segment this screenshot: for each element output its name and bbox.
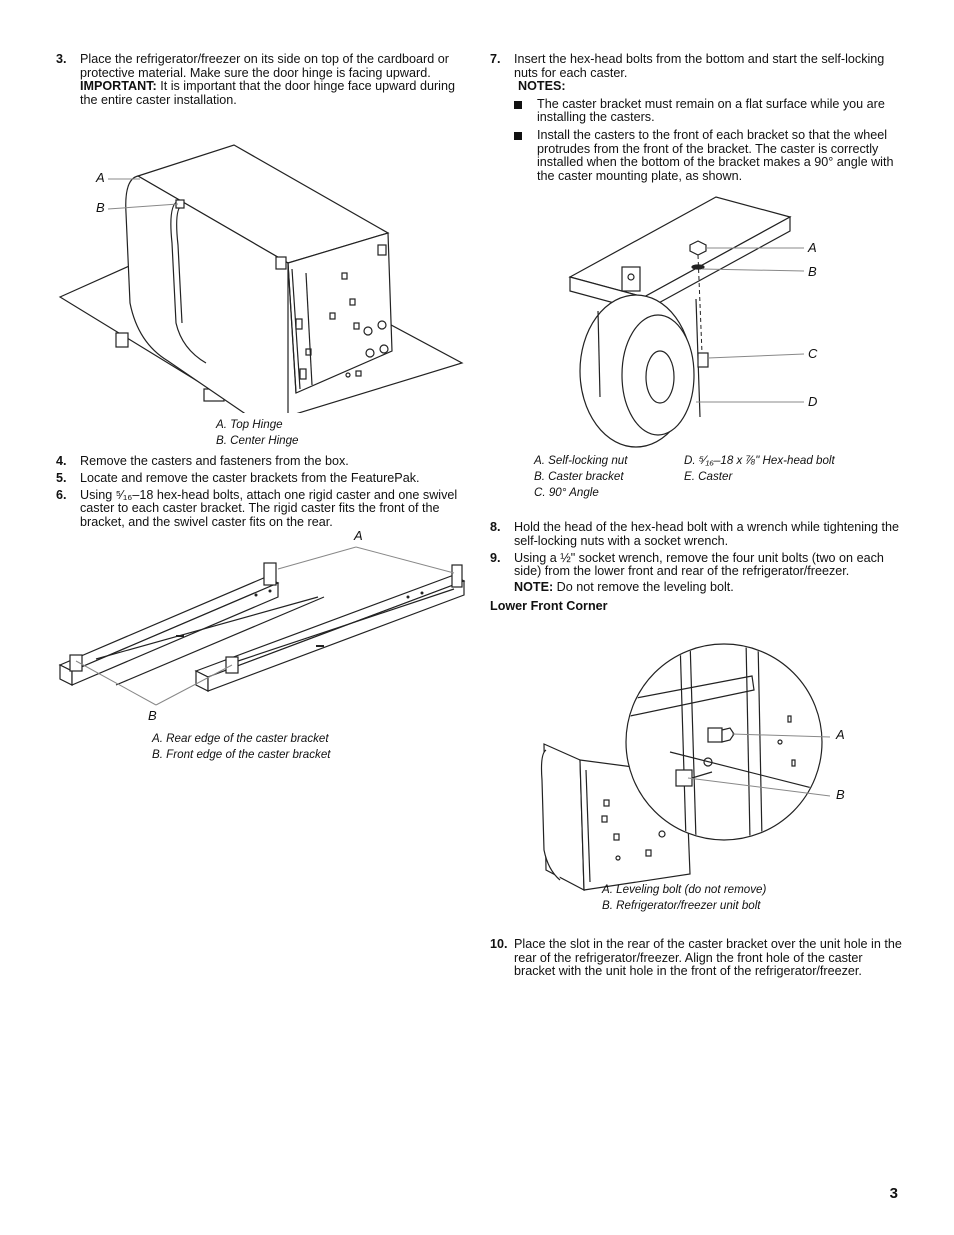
note-bullet: The caster bracket must remain on a flat… [490, 96, 902, 125]
label-b: B [836, 786, 845, 802]
step-5: 5. Locate and remove the caster brackets… [56, 470, 466, 486]
label-b: B [148, 708, 157, 724]
label-d: D [808, 394, 818, 410]
important-note: IMPORTANT: It is important that the door… [80, 79, 466, 107]
caption-a: A. Top Hinge [216, 418, 283, 432]
step-number: 7. [490, 52, 501, 66]
caption-b: B. Front edge of the caster bracket [152, 748, 331, 762]
step-8: 8. Hold the head of the hex-head bolt wi… [490, 520, 902, 548]
caption-d: D. ⁵⁄₁₆–18 x ⅞" Hex-head bolt [684, 454, 835, 468]
step-10: 10. Place the slot in the rear of the ca… [490, 936, 902, 979]
important-text: It is important that the door hinge face… [80, 79, 455, 107]
step-4: 4. Remove the casters and fasteners from… [56, 455, 466, 469]
step-9: 9. Using a ½" socket wrench, remove the … [490, 550, 902, 595]
step-text: Place the slot in the rear of the caster… [514, 936, 902, 979]
step-number: 4. [56, 454, 67, 469]
fridge-illustration [58, 144, 464, 414]
step-text: Remove the casters and fasteners from th… [80, 454, 349, 469]
label-a: A [354, 528, 363, 544]
important-label: IMPORTANT: [80, 79, 157, 94]
step-text: Using a ½" socket wrench, remove the fou… [514, 550, 884, 579]
step-text: Hold the head of the hex-head bolt with … [514, 520, 900, 548]
figure-caption: A. Self-locking nut B. Caster bracket C.… [534, 453, 835, 501]
page-number: 3 [889, 1185, 898, 1202]
section-heading: Lower Front Corner [490, 599, 608, 614]
label-a: A [808, 240, 817, 256]
caption-b: B. Caster bracket [534, 470, 624, 484]
step-number: 9. [490, 550, 501, 565]
label-a: A [836, 726, 845, 742]
label-c: C [808, 346, 818, 362]
note: NOTE: Do not remove the leveling bolt. [514, 579, 902, 595]
left-column: 3. Place the refrigerator/freezer on its… [56, 52, 466, 765]
notes-label: NOTES: [518, 79, 566, 94]
figure-caption: A. Leveling bolt (do not remove) B. Refr… [602, 882, 766, 914]
step-3: 3. Place the refrigerator/freezer on its… [56, 52, 466, 107]
step-number: 5. [56, 470, 67, 485]
step-number: 8. [490, 520, 501, 535]
step-text: Using ⁵⁄₁₆–18 hex-head bolts, attach one… [80, 487, 458, 529]
caption-c: C. 90° Angle [534, 486, 599, 500]
figure-caster-brackets: A B A. Rear edge of the caster bracket B… [56, 529, 466, 765]
step-6: 6. Using ⁵⁄₁₆–18 hex-head bolts, attach … [56, 487, 466, 530]
label-a: A [96, 170, 105, 186]
step-text: Locate and remove the caster brackets fr… [80, 470, 420, 485]
step-text: Place the refrigerator/freezer on its si… [80, 52, 449, 80]
caption-b: B. Refrigerator/freezer unit bolt [602, 898, 761, 912]
caption-a: A. Leveling bolt (do not remove) [602, 882, 767, 896]
label-b: B [808, 264, 817, 280]
step-number: 6. [56, 487, 67, 502]
caption-a: A. Self-locking nut [534, 454, 628, 468]
brackets-illustration [58, 546, 466, 706]
caption-b: B. Center Hinge [216, 434, 299, 448]
note-label: NOTE: [514, 579, 554, 594]
label-b: B [96, 200, 105, 216]
step-number: 3. [56, 52, 67, 66]
figure-caption: A. Top Hinge B. Center Hinge [216, 417, 299, 449]
note-bullet: Install the casters to the front of each… [490, 127, 902, 183]
caption-a: A. Rear edge of the caster bracket [152, 732, 329, 746]
figure-fridge-on-side: A B A. Top Hinge B. Center Hinge [56, 113, 466, 451]
caster-illustration [568, 196, 805, 448]
bullet-text: Install the casters to the front of each… [537, 127, 894, 183]
bullet-text: The caster bracket must remain on a flat… [537, 96, 885, 125]
caption-e: E. Caster [684, 470, 733, 484]
figure-caption: A. Rear edge of the caster bracket B. Fr… [152, 731, 331, 763]
note-text: Do not remove the leveling bolt. [553, 579, 734, 594]
right-column: 7. Insert the hex-head bolts from the bo… [490, 52, 902, 982]
step-number: 10. [490, 936, 508, 951]
figure-caster-install: A B C D A. Self-locking nut B. Caster br… [490, 187, 902, 521]
step-text: Insert the hex-head bolts from the botto… [514, 52, 885, 80]
step-7: 7. Insert the hex-head bolts from the bo… [490, 52, 902, 94]
figure-lower-front-corner: A B A. Leveling bolt (do not remove) B. … [490, 620, 902, 938]
bullet-square-icon [514, 131, 522, 140]
corner-illustration [540, 643, 831, 891]
bullet-square-icon [514, 100, 522, 109]
